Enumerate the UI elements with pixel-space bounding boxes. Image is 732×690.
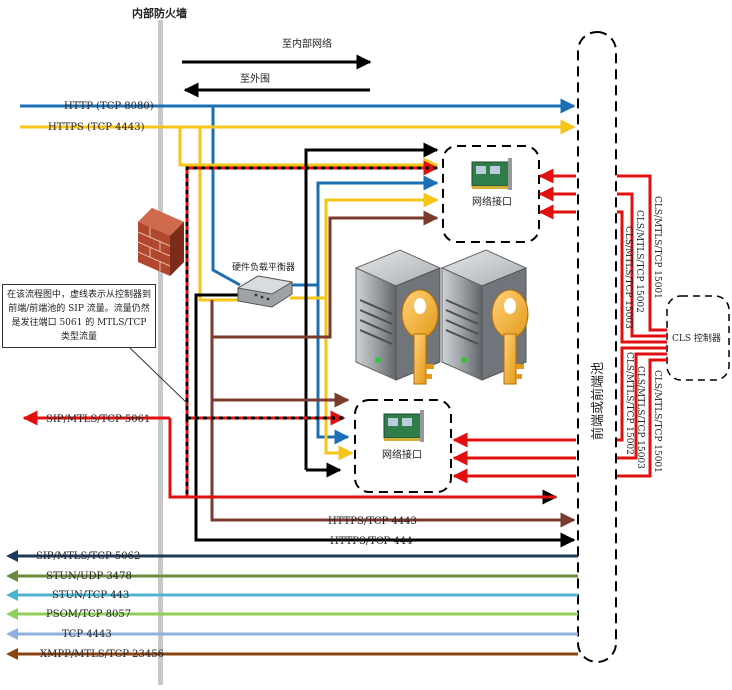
outbound-label-psom-8057: PSOM/TCP 8057 bbox=[46, 609, 131, 620]
https-4443-internal-flow bbox=[210, 210, 576, 528]
cls-bottom-label-15001: CLS/MTLS/TCP 15001 bbox=[652, 370, 662, 473]
front-end-pool bbox=[577, 31, 617, 663]
nic-bottom-box bbox=[354, 399, 452, 493]
cls-top-label-15003: CLS/MTLS/TCP 15003 bbox=[623, 226, 633, 329]
inbound-direction-label: 至内部网络 bbox=[282, 37, 332, 50]
outbound-label-stun-tcp-443: STUN/TCP 443 bbox=[52, 590, 129, 601]
cls-controller-label: CLS 控制器 bbox=[672, 332, 721, 344]
nic-top-box bbox=[442, 145, 540, 243]
firewall-icon bbox=[137, 208, 184, 276]
cls-controller-box bbox=[666, 295, 730, 381]
note-leader-line bbox=[129, 347, 189, 405]
key-icon bbox=[401, 289, 439, 385]
sip-inbound-flow bbox=[22, 410, 556, 499]
cls-top-label-15002: CLS/MTLS/TCP 15002 bbox=[634, 210, 644, 313]
load-balancer-label: 硬件负载平衡器 bbox=[232, 261, 295, 273]
pool-label: 前端或前端池 bbox=[590, 362, 606, 440]
outbound-label-xmpp-23456: XMPP/MTLS/TCP 23456 bbox=[40, 649, 164, 660]
hardware-load-balancer bbox=[236, 275, 294, 308]
firewall-label: 内部防火墙 bbox=[132, 6, 187, 20]
nic-bottom-label: 网络接口 bbox=[382, 448, 422, 461]
outbound-label-sip-5062: SIP/MTLS/TCP 5062 bbox=[36, 551, 140, 562]
https-label: HTTPS (TCP 4443) bbox=[48, 122, 145, 133]
explanation-note: 在该流程图中，虚线表示从控制器到前端/前端池的 SIP 流量。流量仍然是发往端口… bbox=[2, 284, 156, 348]
http-label: HTTP (TCP 8080) bbox=[64, 101, 154, 112]
outbound-direction-label: 至外围 bbox=[240, 73, 270, 85]
nic-top-label: 网络接口 bbox=[472, 195, 512, 208]
network-card-icon bbox=[383, 410, 424, 442]
cls-bottom-label-15002: CLS/MTLS/TCP 15002 bbox=[624, 352, 634, 455]
internal-firewall-line bbox=[158, 20, 163, 685]
outbound-label-stun-udp-3478: STUN/UDP 3478 bbox=[46, 571, 132, 582]
https-flow bbox=[20, 119, 576, 461]
cls-bottom-label-15003: CLS/MTLS/TCP 15003 bbox=[635, 366, 645, 469]
cls-top-label-15001: CLS/MTLS/TCP 15001 bbox=[652, 196, 662, 299]
outbound-label-tcp-4443: TCP 4443 bbox=[62, 629, 112, 640]
cls-pool-to-nic-top bbox=[538, 168, 576, 220]
network-card-icon bbox=[471, 158, 512, 190]
cls-pool-to-nic-bottom bbox=[452, 432, 576, 484]
https-4443-internal-label: HTTPS/TCP 4443 bbox=[328, 516, 417, 527]
https-444-label: HTTPS/TCP 444 bbox=[330, 536, 413, 547]
outbound-flows bbox=[6, 550, 578, 660]
key-icon bbox=[491, 289, 529, 385]
cls-controller-lines bbox=[617, 174, 667, 478]
sip-5061-label: SIP/MTLS/TCP 5061 bbox=[46, 414, 150, 425]
